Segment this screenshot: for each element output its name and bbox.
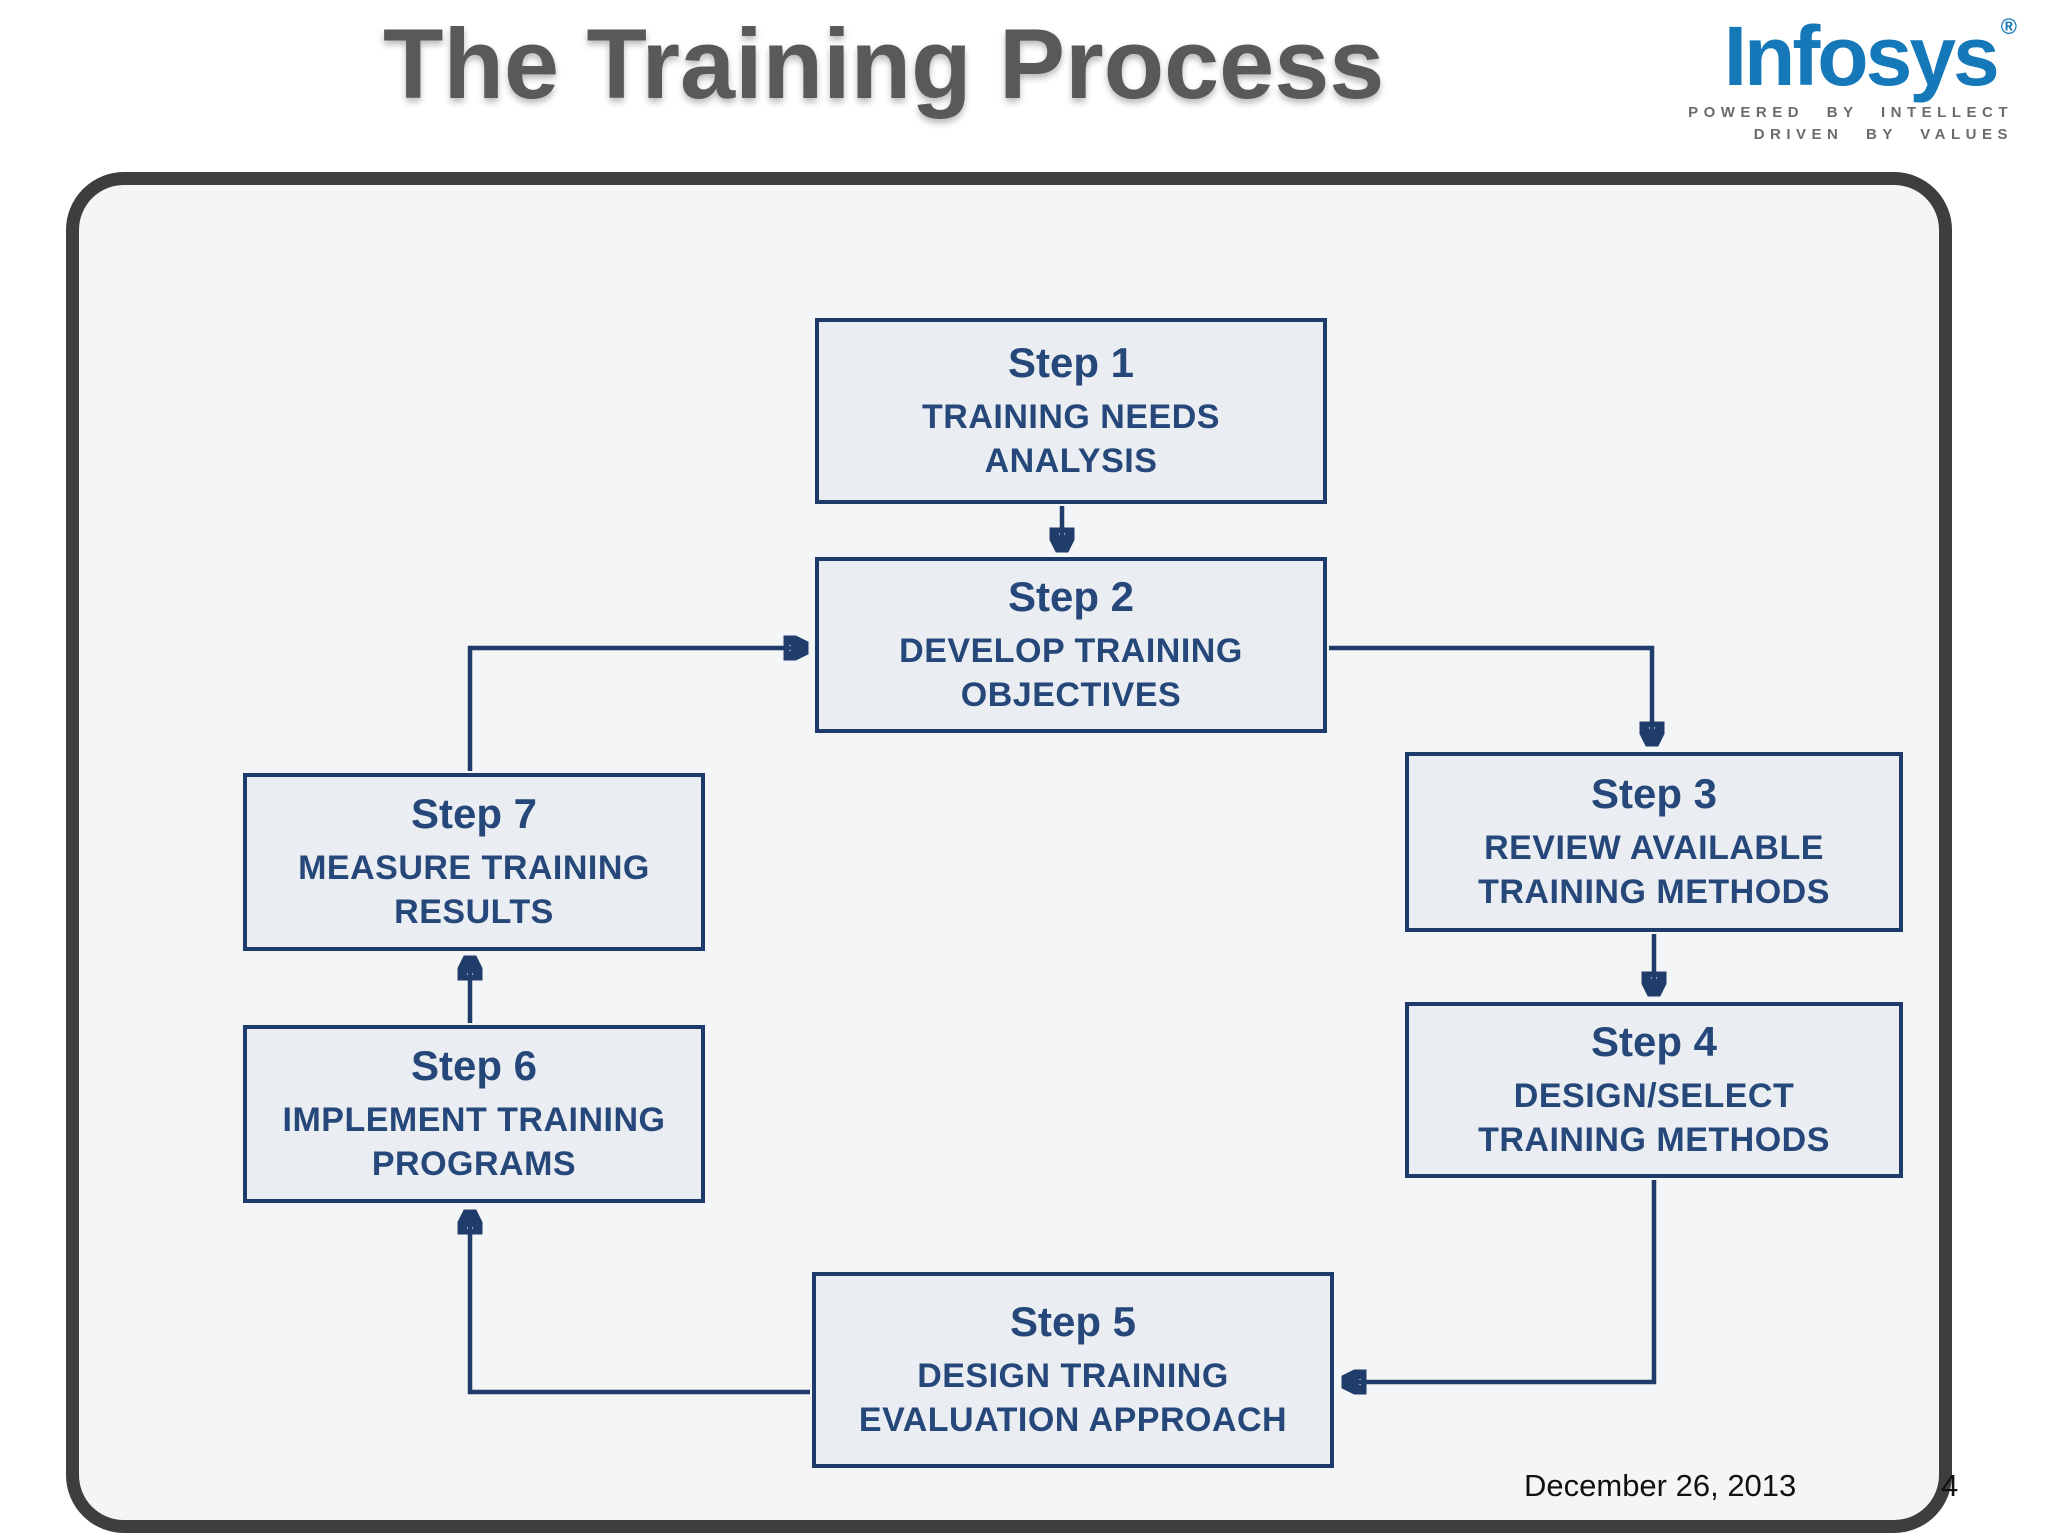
step-text-line: REVIEW AVAILABLE — [1484, 828, 1824, 867]
infosys-logo: Infosys® POWERED BY INTELLECT DRIVEN BY … — [1688, 14, 2017, 143]
step-text-line: TRAINING NEEDS — [922, 397, 1220, 436]
step-label: Step 7 — [410, 789, 538, 837]
step-label: Step 1 — [1007, 338, 1135, 386]
step-text-line: DESIGN TRAINING — [917, 1356, 1229, 1395]
step-text-line: DEVELOP TRAINING — [899, 631, 1243, 670]
step-text-line: PROGRAMS — [371, 1145, 577, 1184]
step-text-line: RESULTS — [394, 893, 554, 932]
step-text-line: TRAINING METHODS — [1478, 1121, 1830, 1160]
step-label: Step 5 — [1009, 1297, 1137, 1345]
connector-step4-to-step5 — [1344, 1180, 1657, 1382]
step-label: Step 6 — [410, 1041, 538, 1089]
step-text-line: TRAINING METHODS — [1478, 873, 1830, 912]
flow-step-6-box: Step 6 IMPLEMENT TRAINING PROGRAMS — [243, 1025, 705, 1203]
step-text-line: OBJECTIVES — [960, 676, 1182, 715]
slide-date: December 26, 2013 — [1524, 1468, 1797, 1503]
step-text-line: MEASURE TRAINING — [298, 848, 650, 887]
registered-trademark-icon: ® — [2000, 14, 2017, 39]
infosys-logo-row: Infosys® — [1688, 14, 2017, 98]
step-label: Step 3 — [1590, 769, 1718, 817]
step-text-line: DESIGN/SELECT — [1513, 1076, 1795, 1115]
connector-step5-to-step6 — [470, 1212, 810, 1395]
infosys-logo-text: Infosys — [1723, 9, 2000, 103]
step-text-line: EVALUATION APPROACH — [858, 1401, 1288, 1440]
connector-step2-to-step3 — [1329, 645, 1652, 744]
flow-step-4-box: Step 4 DESIGN/SELECT TRAINING METHODS — [1405, 1002, 1903, 1178]
slide-title: The Training Process — [383, 8, 1385, 119]
step-label: Step 4 — [1590, 1017, 1718, 1065]
page-number: 4 — [1941, 1468, 1959, 1503]
logo-tagline-line2: DRIVEN BY VALUES — [1753, 126, 2013, 143]
flow-step-5-box: Step 5 DESIGN TRAINING EVALUATION APPROA… — [812, 1272, 1334, 1468]
step-text-line: IMPLEMENT TRAINING — [282, 1100, 666, 1139]
connector-step7-to-step2 — [467, 648, 806, 771]
step-label: Step 2 — [1007, 572, 1135, 620]
flow-step-1-box: Step 1 TRAINING NEEDS ANALYSIS — [815, 318, 1327, 504]
flow-step-7-box: Step 7 MEASURE TRAINING RESULTS — [243, 773, 705, 951]
flow-step-2-box: Step 2 DEVELOP TRAINING OBJECTIVES — [815, 557, 1327, 733]
step-text-line: ANALYSIS — [984, 442, 1158, 481]
flow-step-3-box: Step 3 REVIEW AVAILABLE TRAINING METHODS — [1405, 752, 1903, 932]
logo-tagline-line1: POWERED BY INTELLECT — [1688, 104, 2013, 121]
